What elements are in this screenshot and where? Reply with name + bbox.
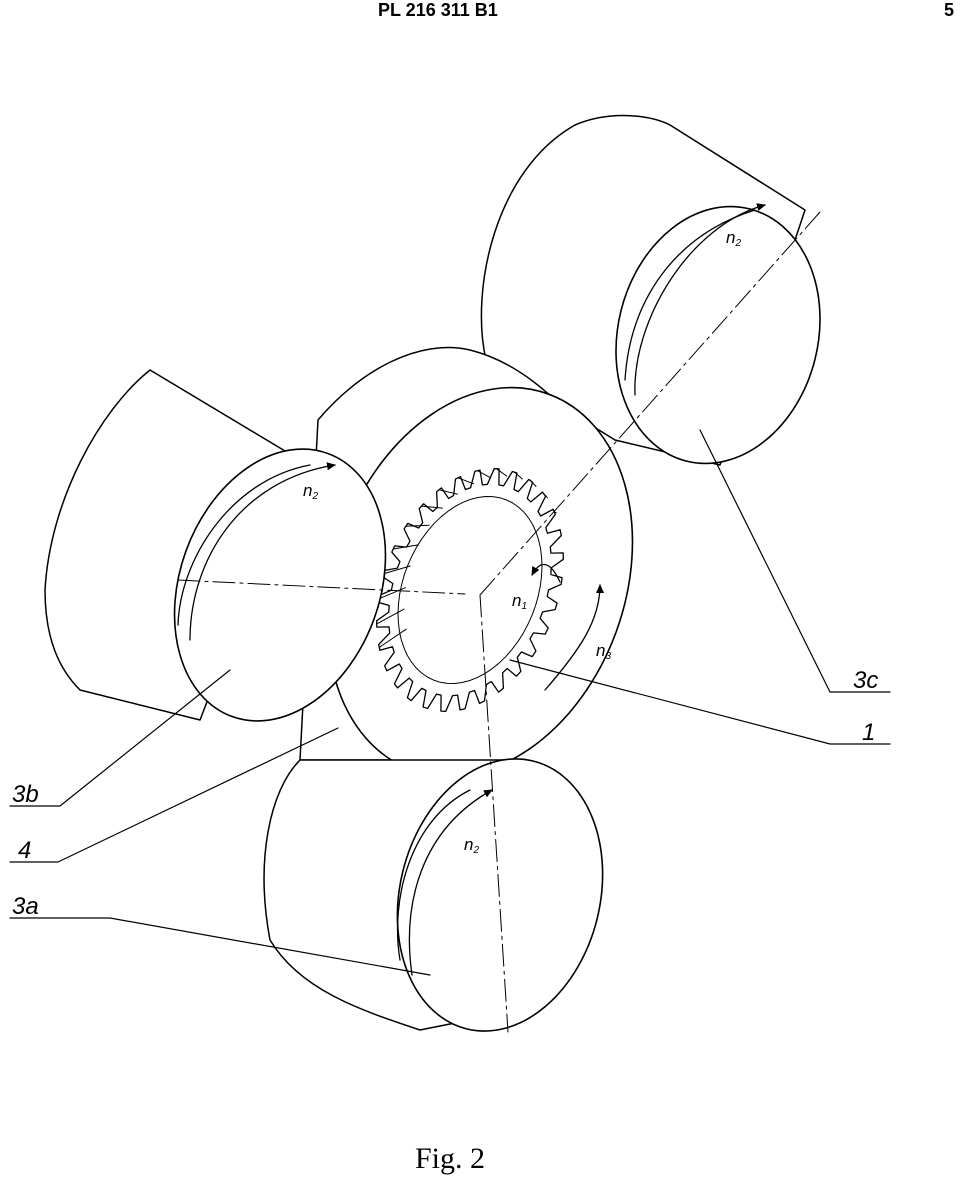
document-number: PL 216 311 B1 xyxy=(378,0,498,20)
speed-label-n2-3c: n2 xyxy=(726,228,741,249)
gear-tooth-line xyxy=(543,493,548,499)
leader-lines xyxy=(9,429,891,976)
gear-tooth-line xyxy=(477,470,491,479)
label-4: 4 xyxy=(18,837,31,864)
gear-tooth-line xyxy=(376,608,405,625)
gear-tooth-line xyxy=(457,477,475,485)
gear-tooth-line xyxy=(377,587,406,600)
speed-label-n1: n1 xyxy=(512,591,527,612)
gear-tooth-line xyxy=(420,505,443,509)
gear-tooth-line xyxy=(514,471,523,480)
axis-lines xyxy=(177,211,821,1033)
speed-label-n2-3b: n2 xyxy=(303,481,318,502)
label-1: 1 xyxy=(862,719,875,746)
gear-1-teeth xyxy=(376,468,564,712)
gear-tooth-line xyxy=(530,480,537,487)
page-number: 5 xyxy=(943,0,954,20)
speed-label-n3: n3 xyxy=(596,641,611,662)
roller-3c xyxy=(480,114,821,466)
label-3c: 3c xyxy=(853,667,878,694)
ring-gear-assembly xyxy=(299,346,634,778)
gear-tooth-line xyxy=(438,489,458,495)
gear-tooth-line xyxy=(553,511,557,514)
gear-1-bore xyxy=(397,496,543,684)
gear-tooth-line xyxy=(378,628,407,648)
gear-tooth-line xyxy=(383,565,411,575)
figure-caption: Fig. 2 xyxy=(414,1142,486,1175)
gear-tooth-line xyxy=(392,544,419,550)
label-3b: 3b xyxy=(12,781,39,808)
label-3a: 3a xyxy=(12,893,39,920)
roller-3b xyxy=(44,369,387,722)
roller-3a xyxy=(263,758,604,1032)
gear-tooth-line xyxy=(405,524,430,527)
gear-1-tooth-lines xyxy=(376,468,557,648)
speed-label-n2-3a: n2 xyxy=(464,835,479,856)
gear-tooth-line xyxy=(496,468,508,477)
